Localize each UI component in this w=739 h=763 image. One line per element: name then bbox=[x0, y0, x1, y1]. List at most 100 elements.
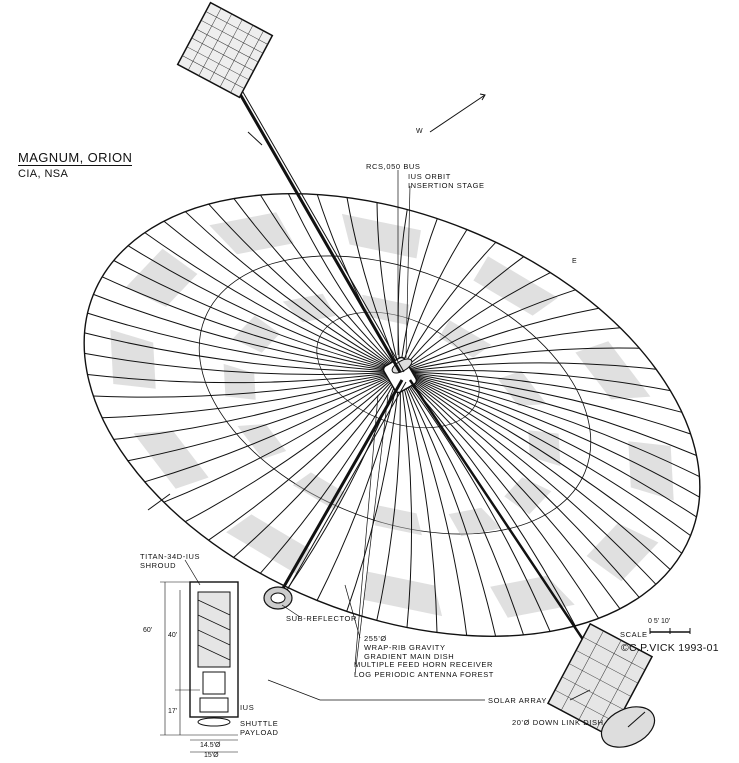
bottom-solar-array bbox=[546, 622, 654, 738]
leader-lines bbox=[184, 170, 591, 701]
dish-rib bbox=[399, 218, 438, 373]
main-dish bbox=[83, 193, 701, 637]
dish-rib bbox=[185, 211, 401, 373]
dish-shade-patch bbox=[575, 341, 651, 400]
dish-rib bbox=[399, 327, 621, 373]
label-downlink-dish: 20'Ø DOWN LINK DISH bbox=[512, 718, 604, 727]
dish-rib bbox=[144, 371, 401, 483]
dish-rib bbox=[113, 371, 401, 440]
dish-rib bbox=[399, 371, 700, 498]
dish-rib bbox=[376, 371, 401, 621]
dish-rib bbox=[233, 371, 401, 558]
dish-rib bbox=[399, 371, 683, 413]
dish-shade-patch bbox=[473, 256, 558, 316]
direction-e: E bbox=[572, 258, 577, 265]
label-shroud: TITAN-34D-IUS SHROUD bbox=[140, 552, 201, 570]
top-solar-array bbox=[176, 1, 274, 99]
dish-rib bbox=[399, 371, 438, 633]
dish-rib bbox=[399, 371, 691, 435]
drawing-subtitle: CIA, NSA bbox=[18, 168, 69, 180]
dish-rib bbox=[399, 371, 700, 478]
dish-rib bbox=[287, 193, 401, 373]
dish-rib bbox=[399, 371, 524, 636]
dish-rib bbox=[399, 371, 697, 518]
dish-shade-patch bbox=[490, 575, 575, 618]
boom bbox=[230, 79, 612, 681]
label-subreflector: SUB-REFLECTOR bbox=[286, 614, 358, 623]
dish-shade-patch bbox=[374, 505, 422, 536]
direction-arrows bbox=[147, 93, 486, 511]
dish-rib bbox=[399, 371, 691, 537]
dish-shade-patch bbox=[497, 370, 547, 406]
downlink-dish bbox=[600, 706, 656, 748]
dish-shade-patch bbox=[110, 329, 156, 389]
dish-rib bbox=[399, 347, 640, 373]
dim-payload-height: 40' bbox=[168, 632, 178, 639]
dim-ius-height: 17' bbox=[168, 708, 178, 715]
label-main-dish: 255'Ø WRAP-RIB GRAVITY GRADIENT MAIN DIS… bbox=[364, 634, 455, 661]
label-scale: SCALE bbox=[620, 630, 648, 639]
dish-shade-patch bbox=[586, 523, 659, 582]
dish-rib bbox=[113, 260, 401, 373]
dim-overall-height: 60' bbox=[143, 627, 153, 634]
dish-rib bbox=[102, 371, 401, 419]
dish-rib bbox=[399, 371, 497, 637]
dish-rib bbox=[399, 272, 551, 373]
scale-bar bbox=[649, 628, 691, 634]
label-shuttle-payload: SHUTTLE PAYLOAD bbox=[240, 719, 279, 737]
dish-rib bbox=[84, 332, 401, 373]
dish-rib bbox=[399, 371, 640, 598]
dish-shade-patch bbox=[125, 248, 198, 307]
drawing-title: MAGNUM, ORION bbox=[18, 150, 133, 166]
dish-rib bbox=[84, 352, 401, 375]
dish-shade-patch bbox=[232, 315, 280, 353]
dish-rib bbox=[127, 371, 401, 462]
dish-rib bbox=[93, 293, 401, 373]
dish-rib bbox=[101, 276, 401, 373]
dish-rib bbox=[397, 209, 408, 373]
dish-shade-patch bbox=[528, 430, 561, 467]
dish-rib bbox=[87, 312, 401, 373]
dish-shade-patch bbox=[362, 294, 410, 325]
credit-line: ©C.P.VICK 1993-01 bbox=[621, 642, 719, 654]
dish-rib bbox=[399, 371, 468, 636]
dish-rib bbox=[144, 232, 401, 373]
dish-rib bbox=[346, 371, 401, 612]
dish-rib bbox=[399, 371, 671, 570]
sub-reflector bbox=[263, 586, 293, 610]
label-solar-array: SOLAR ARRAY bbox=[488, 696, 547, 705]
label-rcs-bus: RCS,050 BUS bbox=[366, 162, 421, 171]
dish-shade-patch bbox=[341, 213, 421, 259]
dish-shade-patch bbox=[237, 424, 287, 460]
dish-rib bbox=[127, 245, 401, 373]
dish-shade-patch bbox=[448, 507, 502, 537]
dish-rib bbox=[316, 371, 401, 601]
dish-rib bbox=[87, 371, 401, 384]
dim-shroud-diameter: 15'Ø bbox=[204, 752, 219, 759]
dish-rib bbox=[259, 371, 401, 574]
dish-rib bbox=[399, 371, 697, 456]
direction-w: W bbox=[416, 128, 423, 135]
dish-rib bbox=[93, 371, 401, 398]
dim-payload-diameter: 14.5'Ø bbox=[200, 742, 221, 749]
label-lpa-forest: LOG PERIODIC ANTENNA FOREST bbox=[354, 670, 494, 679]
dish-shade-patch bbox=[439, 320, 492, 358]
dish-rib bbox=[184, 371, 401, 523]
dish-rib bbox=[399, 241, 497, 373]
label-ius-stage: IUS ORBIT INSERTION STAGE bbox=[408, 172, 485, 190]
dish-rib bbox=[376, 202, 401, 373]
dish-rib bbox=[163, 220, 401, 373]
dish-rib bbox=[208, 203, 401, 373]
dish-shade-patch bbox=[226, 514, 311, 574]
dish-rib bbox=[399, 371, 600, 619]
dish-shade-patch bbox=[363, 571, 443, 617]
dish-rib bbox=[399, 370, 671, 392]
dish-rib bbox=[399, 362, 657, 373]
label-ius: IUS bbox=[240, 703, 255, 712]
dish-rib bbox=[163, 371, 401, 503]
dish-rib bbox=[399, 289, 576, 373]
dish-rib bbox=[399, 371, 621, 610]
dish-shade-patch bbox=[209, 212, 294, 255]
label-feed-horn: MULTIPLE FEED HORN RECEIVER bbox=[354, 660, 493, 669]
